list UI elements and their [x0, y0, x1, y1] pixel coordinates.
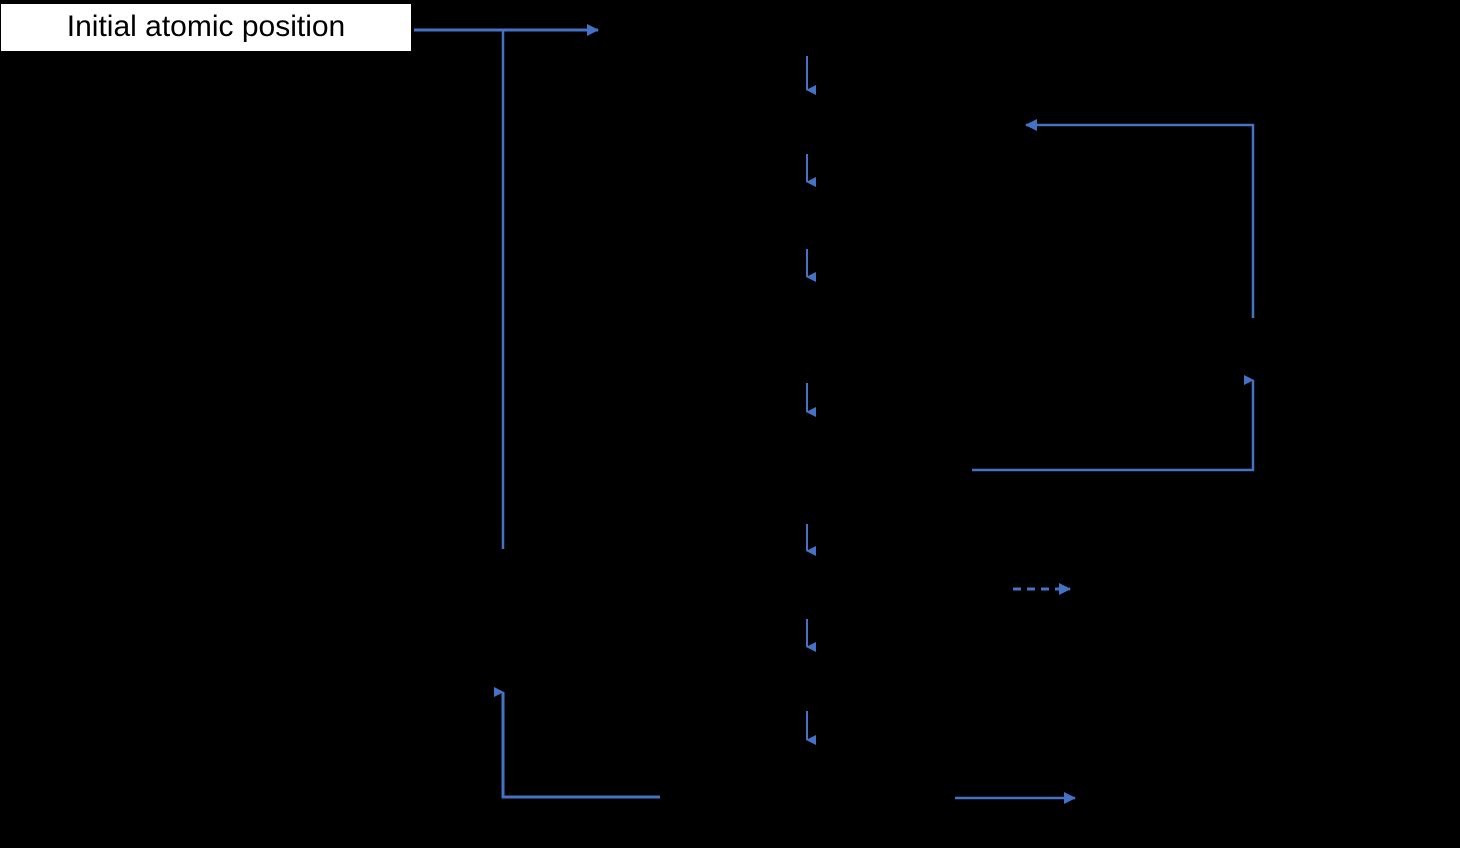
node-right-loop[interactable]	[1150, 318, 1360, 372]
node-initial-atomic-position-label: Initial atomic position	[66, 10, 346, 44]
connector-right-feedback-up	[972, 375, 1255, 472]
node-b[interactable]	[610, 99, 1005, 154]
node-dashed-target[interactable]	[1082, 563, 1302, 615]
node-d[interactable]	[610, 286, 1005, 382]
node-initial-atomic-position[interactable]: Initial atomic position	[0, 3, 412, 52]
node-g[interactable]	[610, 655, 1005, 710]
node-bottom-right-target[interactable]	[1087, 772, 1307, 824]
node-e[interactable]	[610, 421, 1005, 523]
connector-right-feedback-return	[1025, 119, 1255, 318]
node-f[interactable]	[610, 560, 1005, 618]
node-h[interactable]	[610, 749, 1005, 809]
node-a[interactable]	[610, 8, 1005, 56]
node-c[interactable]	[610, 191, 1005, 248]
